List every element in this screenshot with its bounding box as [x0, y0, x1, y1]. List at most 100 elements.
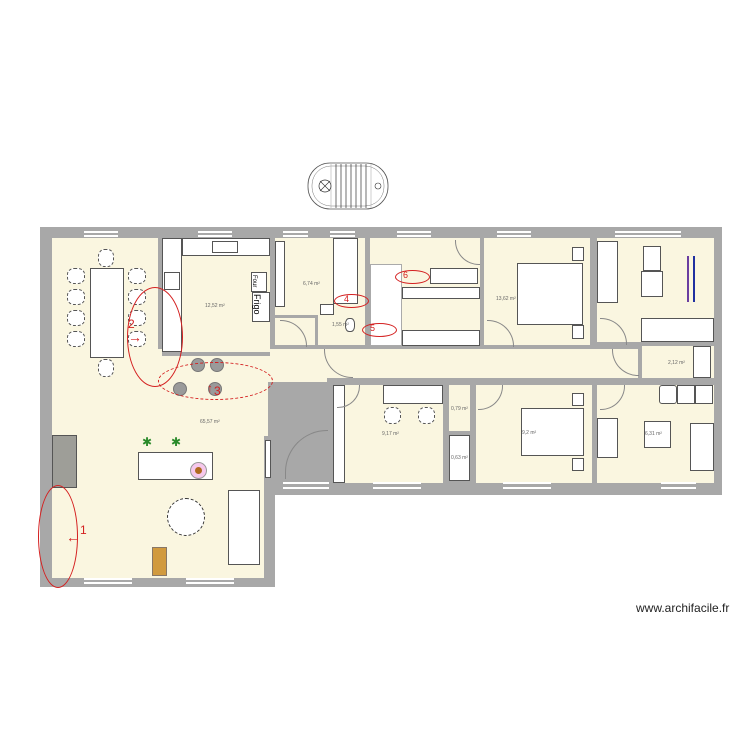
fridge-label: Frigo	[252, 294, 262, 315]
window	[373, 487, 421, 489]
chair	[98, 359, 114, 377]
wall-storage-left	[638, 344, 642, 380]
wall-closet-right	[470, 378, 476, 488]
window	[198, 231, 232, 233]
office-chair	[418, 407, 435, 424]
window	[373, 482, 421, 484]
chair	[67, 310, 85, 326]
wall-bed2-right	[592, 378, 597, 488]
window	[615, 231, 681, 233]
annotation-number-6: 6	[403, 270, 409, 280]
wall-corridor-top	[270, 345, 597, 349]
fireplace	[52, 435, 77, 488]
wall-kitchen-bottom	[162, 352, 270, 356]
window	[615, 235, 681, 237]
desk-chair	[641, 271, 663, 297]
toilet	[345, 318, 355, 332]
nightstand	[572, 458, 584, 471]
oven-label: Four	[251, 275, 257, 288]
chair	[67, 268, 85, 284]
arrow-up-icon: ↑	[207, 381, 213, 395]
fridge	[252, 292, 270, 322]
window	[283, 487, 329, 489]
window	[84, 578, 132, 580]
room-area-bedroom-1: 13,62 m²	[496, 296, 516, 302]
wall-bed1-right	[590, 238, 597, 348]
window	[497, 235, 531, 237]
room-area-office: 9,17 m²	[382, 431, 399, 437]
chair	[128, 268, 146, 284]
double-bed	[521, 408, 584, 456]
washing-machine	[659, 385, 677, 404]
nightstand	[572, 393, 584, 406]
bathtub	[333, 238, 358, 304]
annotation-number-1: 1	[80, 523, 87, 537]
window	[84, 235, 118, 237]
wall-bath-bottom	[275, 315, 318, 318]
window	[198, 235, 232, 237]
desk	[383, 385, 443, 404]
cabinet	[597, 418, 618, 458]
wc-floor	[318, 318, 365, 345]
window	[497, 231, 531, 233]
wall-dressing-right	[480, 238, 484, 348]
chair	[98, 249, 114, 267]
nightstand	[572, 247, 584, 261]
window	[503, 482, 551, 484]
office-chair	[384, 407, 401, 424]
wall-office-left	[327, 378, 333, 488]
window	[283, 482, 329, 484]
annotation-ellipse-5	[362, 323, 397, 337]
skis-icon	[684, 256, 698, 302]
room-area-laundry: 6,31 m²	[645, 431, 662, 437]
watermark[interactable]: www.archifacile.fr	[636, 601, 730, 615]
dryer	[677, 385, 695, 404]
wall-south-top	[327, 378, 714, 385]
annotation-ellipse-3	[158, 362, 273, 400]
window	[186, 578, 234, 580]
wall-office-right	[443, 378, 449, 488]
wardrobe	[402, 287, 480, 299]
window	[503, 487, 551, 489]
chair	[67, 331, 85, 347]
chair	[67, 289, 85, 305]
annotation-ellipse-4	[334, 294, 369, 308]
annotation-number-3: 3	[214, 384, 221, 398]
nightstand	[572, 325, 584, 339]
dining-table	[90, 268, 124, 358]
arrow-right-icon: →	[128, 329, 142, 345]
sink	[212, 241, 238, 253]
room-area-bedroom-2: 9,2 m²	[522, 430, 537, 436]
window	[283, 231, 308, 233]
annotation-number-5: 5	[370, 323, 376, 333]
cooktop	[164, 272, 180, 290]
plant-icon: ✱	[142, 435, 153, 449]
window	[84, 582, 132, 584]
room-area-wc: 1,55 m²	[332, 322, 349, 328]
dryer	[695, 385, 713, 404]
cabinet	[641, 318, 714, 342]
wall-garage-bottom	[597, 342, 714, 346]
room-area-storage: 2,12 m²	[668, 360, 685, 366]
room-area-closet-1: 0,79 m²	[451, 406, 468, 412]
bathroom-cabinet	[275, 241, 285, 307]
sofa	[228, 490, 260, 565]
wall-kitchen-right	[270, 238, 275, 348]
annotation-ellipse-1	[38, 485, 78, 588]
annotation-number-4: 4	[344, 294, 350, 304]
wall-living-right	[264, 436, 270, 581]
window	[330, 235, 355, 237]
tv-stand	[265, 440, 271, 478]
desk	[643, 246, 661, 271]
wall-closet-mid	[449, 431, 470, 435]
double-bed	[517, 263, 583, 325]
window	[330, 231, 355, 233]
wc-sink	[320, 304, 334, 315]
shelf	[690, 423, 714, 471]
window	[186, 582, 234, 584]
window	[397, 231, 431, 233]
room-area-bathroom: 6,74 m²	[303, 281, 320, 287]
annotation-number-2: 2	[128, 317, 135, 331]
annotation-ellipse-2	[127, 287, 183, 387]
coffee-table	[167, 498, 205, 536]
